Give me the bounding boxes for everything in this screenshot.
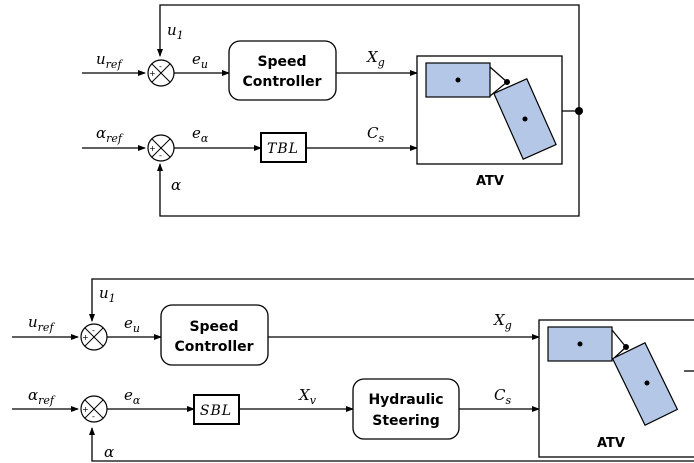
hydraulic-steering-label-2: Steering (372, 413, 439, 429)
atv-label: ATV (476, 174, 504, 189)
plus-sign: + (82, 333, 89, 342)
summing-junction-speed: - + (80, 323, 108, 351)
tbl-label: TBL (267, 141, 299, 157)
u1-feedback-line (89, 278, 694, 322)
ealpha-label: eα (124, 386, 141, 407)
minus-sign: - (159, 62, 162, 71)
xg-label: Xg (493, 311, 512, 332)
summing-junction-steer: + - (147, 134, 175, 162)
plus-sign: + (82, 405, 89, 414)
alpha-ref-label: αref (28, 386, 56, 407)
minus-sign: - (92, 326, 95, 335)
hydraulic-steering-label-1: Hydraulic (368, 392, 443, 408)
xg-label: Xg (366, 48, 385, 69)
speed-controller-block (160, 304, 269, 366)
cs-label: Cs (494, 386, 511, 407)
atv-label: ATV (597, 436, 625, 451)
eu-label: eu (192, 50, 208, 71)
alpha-feedback-label: α (104, 443, 114, 461)
uref-label: uref (96, 50, 123, 71)
eu-label: eu (124, 314, 140, 335)
alpha-feedback-label: α (171, 176, 181, 194)
u1-label: u1 (99, 284, 116, 305)
speed-controller-label-1: Speed (257, 54, 306, 70)
sbl-label: SBL (200, 403, 232, 419)
summing-junction-speed: - + (147, 59, 175, 87)
tbl-block (260, 132, 307, 163)
cs-label: Cs (367, 124, 384, 145)
diagram-2: u1 uref - + eu Speed Controller Xg αref (12, 278, 694, 462)
alpha-feedback-line (157, 110, 580, 217)
output-junction-dot (575, 107, 583, 115)
summing-junction-steer: + - (80, 395, 108, 423)
u1-label: u1 (167, 21, 184, 42)
minus-sign: - (92, 412, 95, 421)
minus-sign: - (159, 151, 162, 160)
plus-sign: + (149, 144, 156, 153)
xv-label: Xv (298, 386, 317, 407)
speed-controller-label-2: Controller (242, 74, 321, 90)
plus-sign: + (149, 69, 156, 78)
ealpha-label: eα (192, 124, 209, 145)
speed-controller-block (228, 40, 337, 101)
vehicle-illustration (425, 62, 557, 161)
hydraulic-steering-block (352, 378, 460, 440)
alpha-ref-label: αref (96, 124, 124, 145)
diagram-1: u1 uref - + eu Speed Controller Xg αref (82, 4, 583, 217)
speed-controller-label-2: Controller (174, 339, 253, 355)
vehicle-illustration (547, 326, 679, 426)
u1-feedback-line (157, 4, 580, 111)
alpha-feedback-line (89, 427, 694, 462)
uref-label: uref (28, 313, 55, 334)
speed-controller-label-1: Speed (189, 319, 238, 335)
